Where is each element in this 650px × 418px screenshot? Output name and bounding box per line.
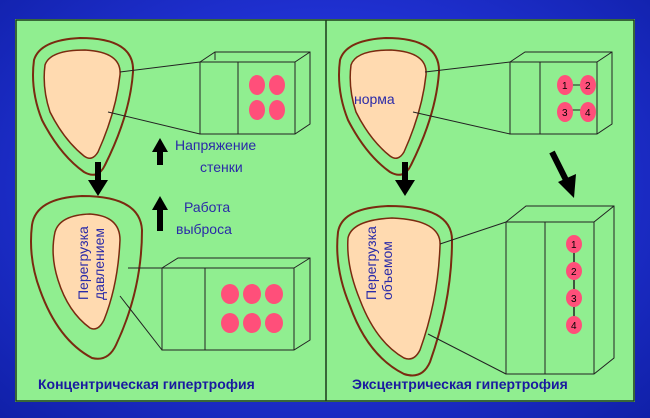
fiber-cell: [249, 75, 265, 95]
sarcomere-number: 2: [585, 81, 591, 92]
eccentric-caption: Эксцентрическая гипертрофия: [352, 376, 568, 392]
up-arrow-wall-stress: [152, 138, 168, 165]
diagonal-arrow: [549, 150, 576, 198]
normal-label: норма: [354, 91, 395, 107]
pressure-overload-label-line2: давлением: [91, 228, 107, 300]
ejection-work-label-line1: Работа: [184, 199, 230, 215]
volume-overload-label-line2: объемом: [379, 241, 395, 300]
sarcomere-cell: [566, 289, 582, 307]
down-arrow-left: [88, 162, 108, 196]
fiber-cell: [265, 313, 283, 333]
fiber-cube-normal-left: [107, 51, 311, 135]
fiber-cell: [243, 284, 261, 304]
pressure-overload-label-line1: Перегрузка: [75, 226, 91, 300]
down-arrow-right: [395, 162, 415, 196]
fiber-cube-eccentric: 1 2 3 4: [427, 205, 615, 375]
fiber-cell: [269, 100, 285, 120]
fiber-cell: [243, 313, 261, 333]
sarcomere-cell: [566, 316, 582, 334]
sarcomere-number: 4: [585, 108, 591, 119]
volume-overload-ventricle: [336, 204, 454, 377]
wall-stress-label-line1: Напряжение: [175, 137, 256, 153]
sarcomere-number: 4: [571, 321, 577, 332]
panel-border: [15, 19, 635, 402]
sarcomere-cell: [566, 262, 582, 280]
normal-ventricle-right: [338, 36, 441, 176]
fiber-cell: [269, 75, 285, 95]
volume-overload-label-line1: Перегрузка: [363, 226, 379, 300]
sarcomere-cell: [557, 75, 573, 95]
fiber-cube-normal-right: 1 2 3 4: [412, 51, 613, 135]
fiber-cube-concentric: [119, 257, 311, 351]
fiber-cell: [221, 313, 239, 333]
normal-ventricle-left: [32, 36, 135, 176]
sarcomere-number: 3: [571, 294, 577, 305]
sarcomere-number: 2: [571, 267, 577, 278]
sarcomere-number: 1: [571, 240, 577, 251]
sarcomere-cell: [580, 102, 596, 122]
fiber-cell: [221, 284, 239, 304]
sarcomere-cell: [557, 102, 573, 122]
sarcomere-cell: [580, 75, 596, 95]
ejection-work-label-line2: выброса: [176, 221, 232, 237]
up-arrow-ejection-work: [152, 196, 168, 231]
sarcomere-number: 3: [562, 108, 568, 119]
fiber-cell: [265, 284, 283, 304]
pressure-overload-ventricle: [30, 194, 144, 360]
concentric-caption: Концентрическая гипертрофия: [38, 376, 255, 392]
fiber-cell: [249, 100, 265, 120]
sarcomere-cell: [566, 235, 582, 253]
wall-stress-label-line2: стенки: [200, 159, 243, 175]
sarcomere-number: 1: [562, 81, 568, 92]
